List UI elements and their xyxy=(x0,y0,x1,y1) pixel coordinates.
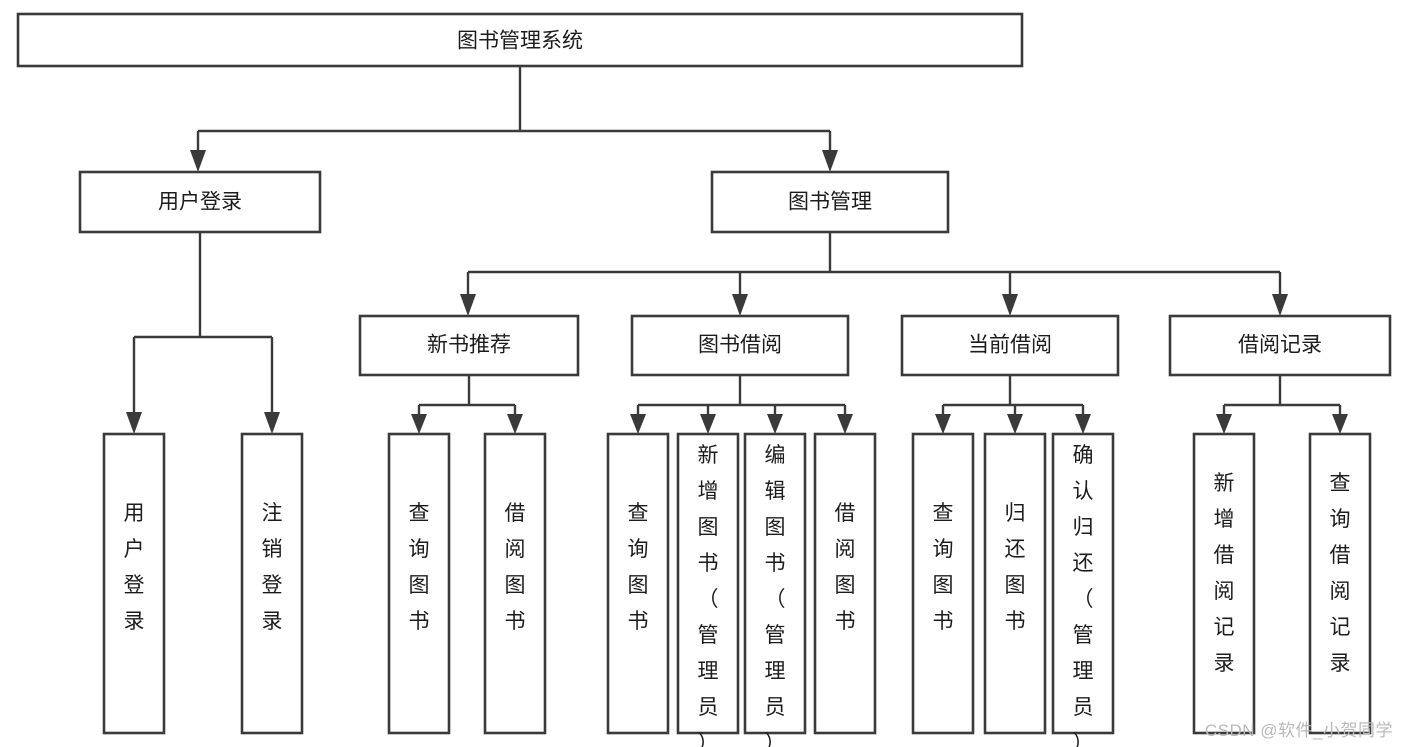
node-leaf-borrow-book-rec[interactable]: 借阅图书 xyxy=(483,432,547,735)
node-leaf-add-book-admin-box[interactable] xyxy=(676,432,740,735)
node-leaf-borrow-book-rec-label: 借阅图书 xyxy=(505,502,526,633)
node-book-management-label: 图书管理 xyxy=(788,191,872,214)
node-leaf-query-book-current-box[interactable] xyxy=(911,432,975,735)
node-leaf-logout-login-label: 注销登录 xyxy=(262,502,283,633)
arrow-head-current-borrow xyxy=(1002,294,1018,316)
arrow-head-leaf-user-login xyxy=(126,412,142,434)
node-leaf-query-book-rec-box[interactable] xyxy=(387,432,451,735)
node-leaf-user-login[interactable]: 用户登录 xyxy=(102,432,166,735)
arrow-head-leaf-query-book-rec xyxy=(411,414,427,434)
node-leaf-confirm-return-admin[interactable]: 确认归还（管理员） xyxy=(1051,432,1115,747)
node-root-box[interactable] xyxy=(16,12,1024,68)
arrow-head-borrow-records xyxy=(1272,294,1288,316)
node-leaf-query-borrow-record[interactable]: 查询借阅记录 xyxy=(1308,432,1372,735)
node-book-borrow-box[interactable] xyxy=(630,314,850,377)
node-leaf-query-book-rec-label: 查询图书 xyxy=(409,502,430,633)
node-leaf-query-book-borrow-label: 查询图书 xyxy=(628,502,649,633)
node-leaf-query-book-current-label: 查询图书 xyxy=(933,502,954,633)
node-leaf-add-borrow-record[interactable]: 新增借阅记录 xyxy=(1192,432,1256,735)
connector-group-new-book-recommend xyxy=(411,375,523,434)
node-user-login[interactable]: 用户登录 xyxy=(78,170,322,234)
connector-group-borrow-records xyxy=(1216,375,1348,434)
node-current-borrow-label: 当前借阅 xyxy=(968,334,1052,357)
node-leaf-borrow-book-box[interactable] xyxy=(813,432,877,735)
connector-group-book-management xyxy=(460,232,1288,316)
arrow-head-user-login xyxy=(190,150,206,172)
node-leaf-return-book-box[interactable] xyxy=(983,432,1047,735)
node-root[interactable]: 图书管理系统 xyxy=(16,12,1024,68)
node-leaf-add-book-admin[interactable]: 新增图书（管理员） xyxy=(676,432,740,747)
arrow-head-leaf-return-book xyxy=(1007,414,1023,434)
node-root-label: 图书管理系统 xyxy=(457,30,583,53)
arrow-head-leaf-add-borrow-record xyxy=(1216,414,1232,434)
node-book-borrow-label: 图书借阅 xyxy=(698,334,782,357)
arrow-head-leaf-query-book-current xyxy=(935,414,951,434)
node-book-borrow[interactable]: 图书借阅 xyxy=(630,314,850,377)
node-leaf-query-book-rec[interactable]: 查询图书 xyxy=(387,432,451,735)
arrow-head-new-book-recommend xyxy=(460,294,476,316)
node-leaf-logout-login-box[interactable] xyxy=(240,432,304,735)
node-leaf-borrow-book-rec-box[interactable] xyxy=(483,432,547,735)
node-leaf-logout-login[interactable]: 注销登录 xyxy=(240,432,304,735)
node-new-book-recommend[interactable]: 新书推荐 xyxy=(358,314,580,377)
node-leaf-borrow-book[interactable]: 借阅图书 xyxy=(813,432,877,735)
node-leaf-query-book-borrow[interactable]: 查询图书 xyxy=(606,432,670,735)
arrow-head-leaf-query-borrow-record xyxy=(1332,414,1348,434)
node-borrow-records[interactable]: 借阅记录 xyxy=(1168,314,1392,377)
node-borrow-records-box[interactable] xyxy=(1168,314,1392,377)
node-current-borrow-box[interactable] xyxy=(900,314,1120,377)
arrow-head-leaf-query-book-borrow xyxy=(630,414,646,434)
node-leaf-return-book[interactable]: 归还图书 xyxy=(983,432,1047,735)
arrow-head-leaf-logout-login xyxy=(264,412,280,434)
node-leaf-add-borrow-record-label: 新增借阅记录 xyxy=(1214,472,1235,675)
node-leaf-query-borrow-record-box[interactable] xyxy=(1308,432,1372,735)
node-book-management[interactable]: 图书管理 xyxy=(710,170,950,234)
connector-group-book-borrow xyxy=(630,375,853,434)
arrow-head-leaf-add-book-admin xyxy=(700,414,716,434)
node-book-management-box[interactable] xyxy=(710,170,950,234)
arrow-head-book-management xyxy=(822,150,838,172)
arrow-head-book-borrow xyxy=(732,294,748,316)
node-leaf-add-borrow-record-box[interactable] xyxy=(1192,432,1256,735)
arrow-head-leaf-edit-book-admin xyxy=(767,414,783,434)
node-leaf-add-book-admin-label: 新增图书（管理员） xyxy=(698,444,719,747)
node-new-book-recommend-label: 新书推荐 xyxy=(427,334,511,357)
connector-group-root xyxy=(190,66,838,172)
arrow-head-leaf-confirm-return-admin xyxy=(1075,414,1091,434)
arrow-head-leaf-borrow-book-rec xyxy=(507,414,523,434)
node-current-borrow[interactable]: 当前借阅 xyxy=(900,314,1120,377)
arrow-head-leaf-borrow-book xyxy=(837,414,853,434)
node-leaf-query-book-current[interactable]: 查询图书 xyxy=(911,432,975,735)
node-leaf-edit-book-admin-box[interactable] xyxy=(743,432,807,735)
node-leaf-borrow-book-label: 借阅图书 xyxy=(835,502,856,633)
node-leaf-confirm-return-admin-box[interactable] xyxy=(1051,432,1115,735)
node-leaf-user-login-label: 用户登录 xyxy=(124,502,145,633)
node-leaf-user-login-box[interactable] xyxy=(102,432,166,735)
node-leaf-query-book-borrow-box[interactable] xyxy=(606,432,670,735)
node-leaf-edit-book-admin-label: 编辑图书（管理员） xyxy=(765,444,786,747)
connector-group-current-borrow xyxy=(935,375,1091,434)
node-new-book-recommend-box[interactable] xyxy=(358,314,580,377)
node-borrow-records-label: 借阅记录 xyxy=(1238,334,1322,357)
node-leaf-return-book-label: 归还图书 xyxy=(1005,502,1026,633)
node-user-login-box[interactable] xyxy=(78,170,322,234)
node-leaf-edit-book-admin[interactable]: 编辑图书（管理员） xyxy=(743,432,807,747)
node-leaf-query-borrow-record-label: 查询借阅记录 xyxy=(1330,472,1351,675)
node-user-login-label: 用户登录 xyxy=(158,191,242,214)
node-leaf-confirm-return-admin-label: 确认归还（管理员） xyxy=(1073,444,1094,747)
connector-group-user-login xyxy=(126,232,280,434)
